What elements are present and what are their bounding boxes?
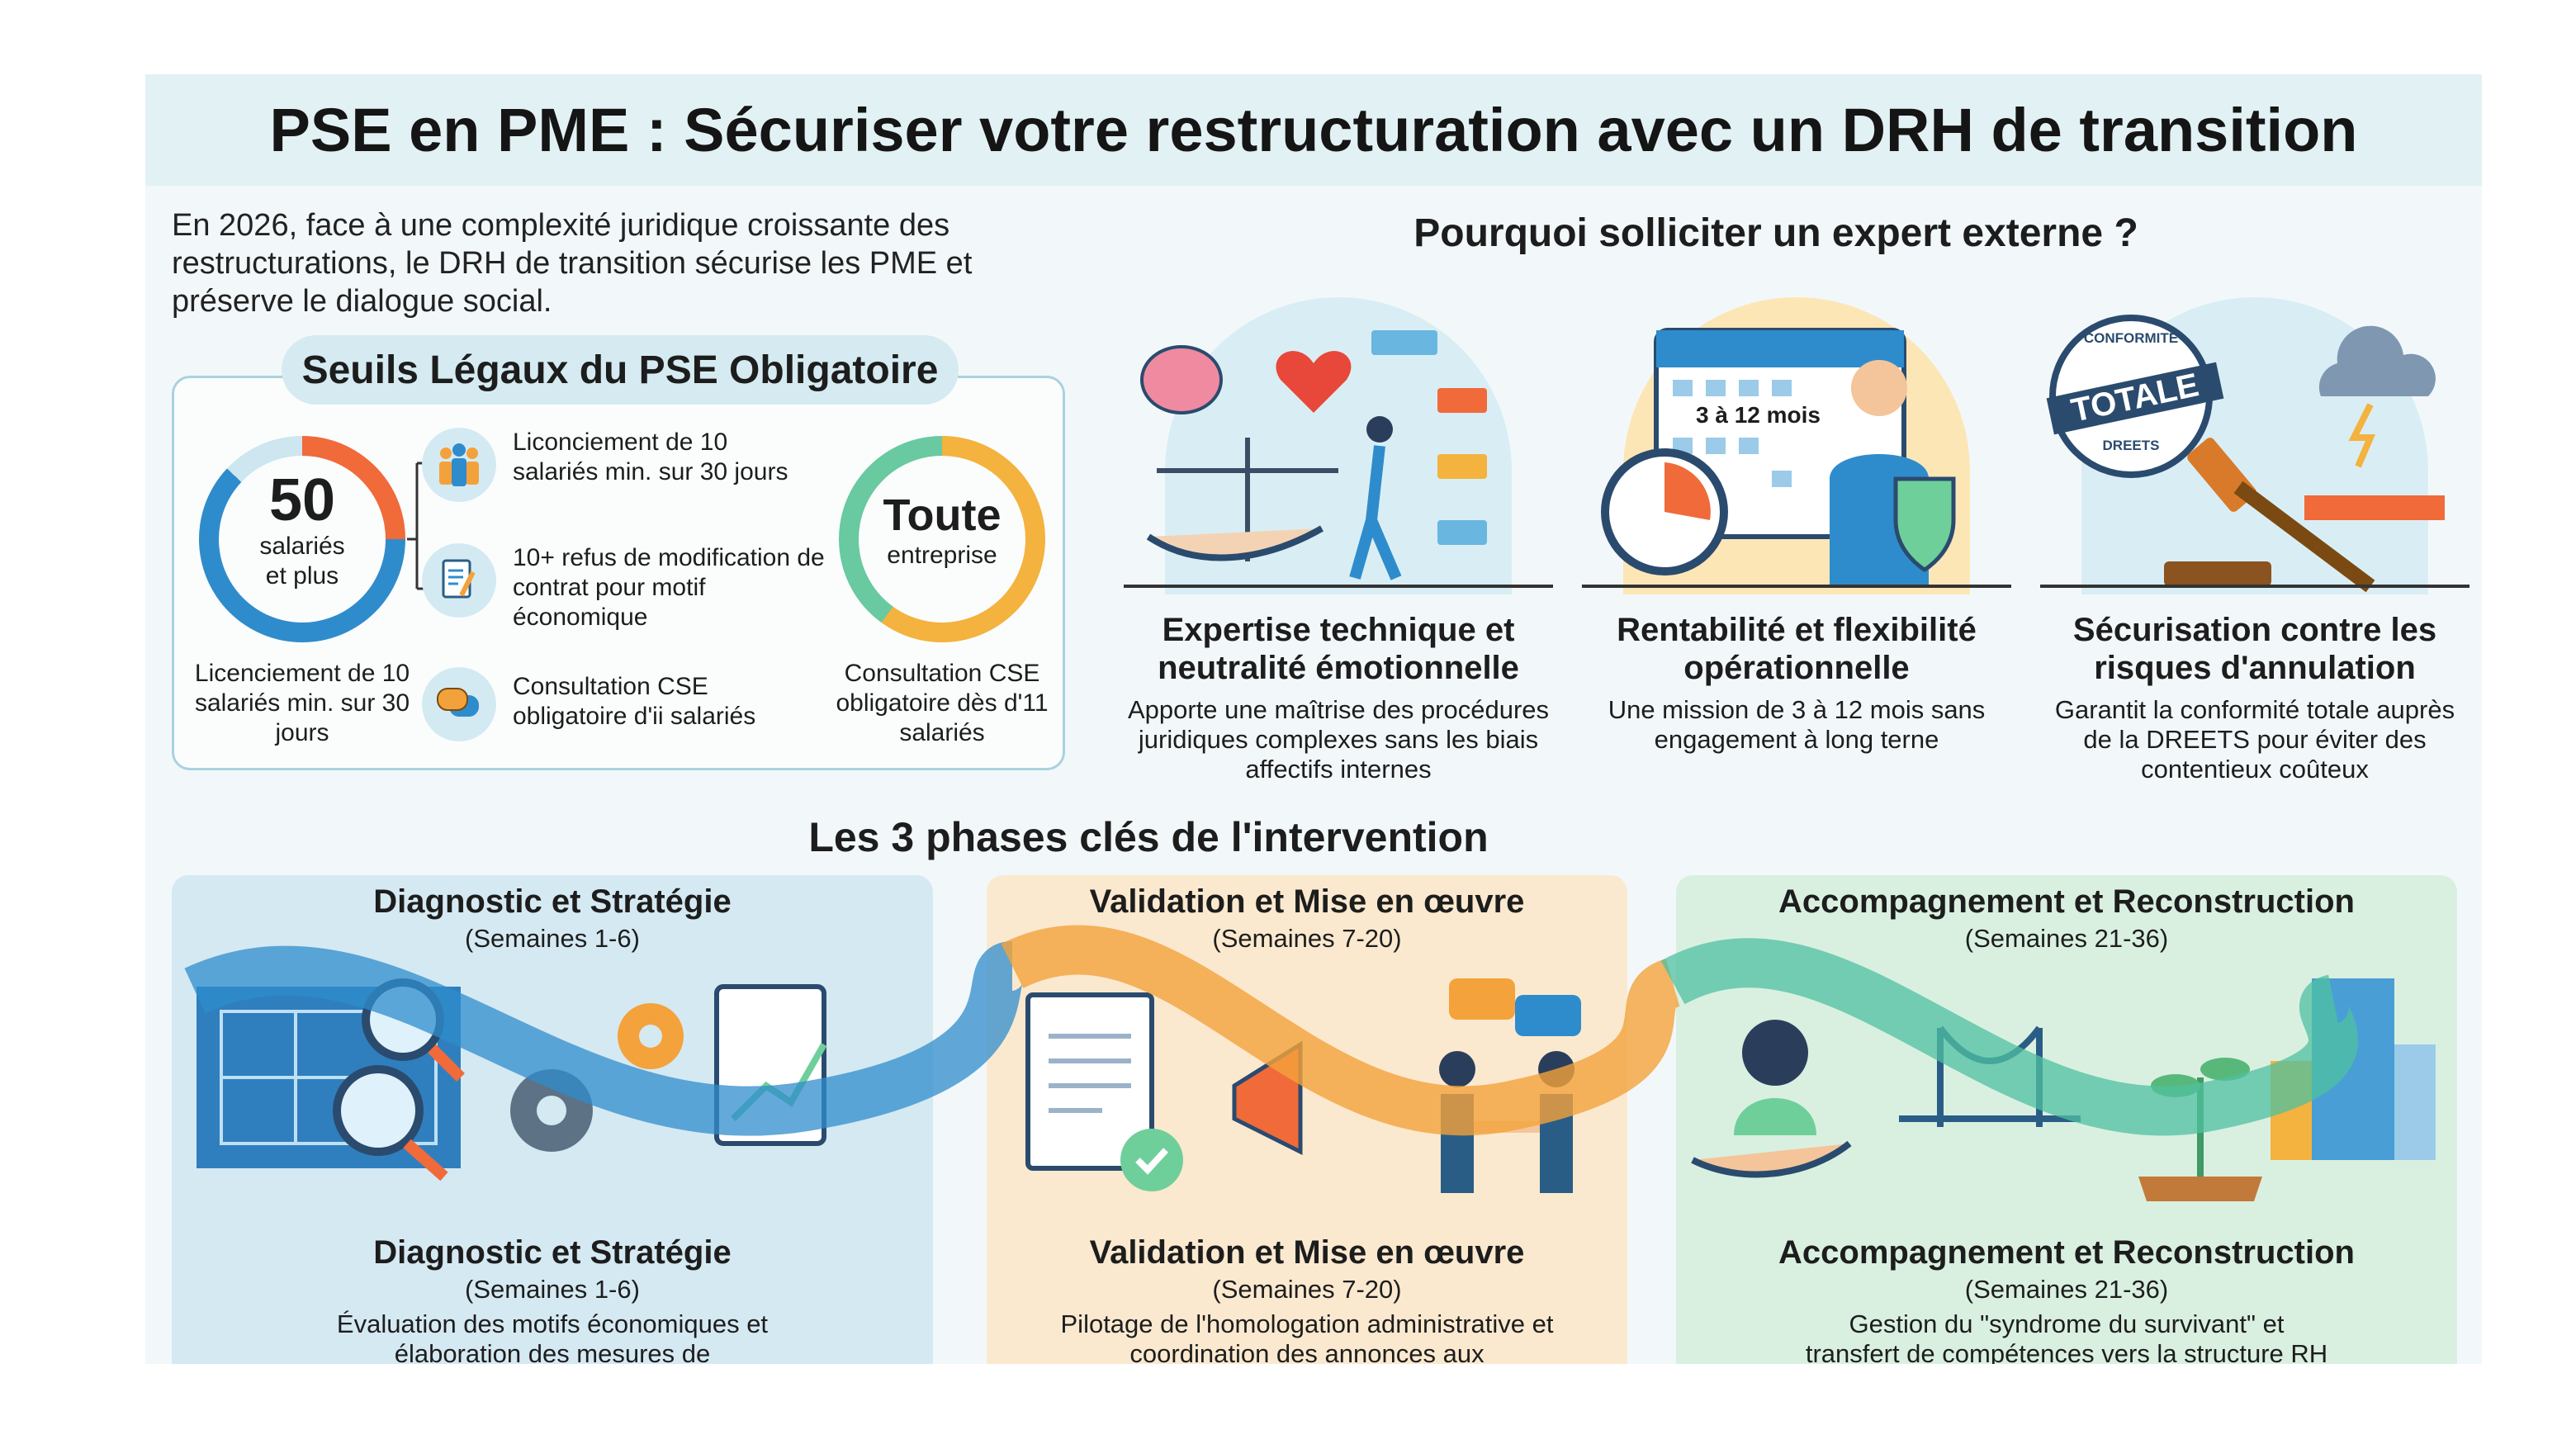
infographic: PSE en PME : Sécuriser votre restructura…: [145, 74, 2482, 1364]
criterion-text: Consultation CSE obligatoire d'ii salari…: [513, 673, 756, 730]
stamp-gavel-illustration: CONFORMITÉ TOTALE DREETS: [2040, 297, 2469, 594]
ring-toute-caption: Consultation CSE obligatoire dès d'11 sa…: [836, 660, 1049, 746]
phase-accompagnement: Accompagnement et Reconstruction (Semain…: [1676, 875, 2457, 1364]
phase-diagnostic: Diagnostic et Stratégie (Semaines 1-6) D…: [172, 875, 933, 1364]
intro-text: En 2026, face à une complexité juridique…: [172, 208, 973, 319]
duration-badge: 3 à 12 mois: [1689, 400, 1827, 430]
ring-50: [199, 436, 405, 642]
phase-weeks: (Semaines 21-36): [1964, 924, 2169, 953]
phase-title: Validation et Mise en œuvre: [1089, 883, 1525, 920]
chat-bubbles-icon: [422, 667, 496, 741]
why-card-expertise: Expertise technique et neutralité émotio…: [1124, 297, 1553, 784]
criterion-1: Liconciement de 10 salariés min. sur 30 …: [422, 428, 818, 502]
phase-title: Diagnostic et Stratégie: [373, 883, 732, 920]
why-card-securisation: CONFORMITÉ TOTALE DREETS Sécurisation co…: [2040, 297, 2469, 784]
ring-50-value: 50: [268, 467, 336, 533]
brain-heart-balance-illustration: [1124, 297, 1553, 594]
phase-title-lower: Accompagnement et Reconstruction: [1778, 1234, 2355, 1271]
document-pen-icon: [422, 543, 496, 618]
phase-weeks-lower: (Semaines 21-36): [1964, 1275, 2169, 1304]
why-desc: Apporte une maîtrise des procédures juri…: [1127, 695, 1550, 784]
thresholds-title: Seuils Légaux du PSE Obligatoire: [282, 335, 959, 405]
ring-50-label1: salariés: [259, 533, 345, 560]
phase-weeks-lower: (Semaines 7-20): [1212, 1275, 1402, 1304]
why-desc: Garantit la conformité totale auprès de …: [2054, 695, 2455, 784]
why-title: Rentabilité et flexibilité opérationnell…: [1617, 612, 1977, 686]
ring-50-caption: Licenciement de 10 salariés min. sur 30 …: [194, 660, 410, 746]
people-icon: [422, 428, 496, 502]
criterion-text: Liconciement de 10 salariés min. sur 30 …: [513, 429, 788, 485]
bridge-plant-building-illustration: [1676, 954, 2457, 1226]
phase-weeks: (Semaines 7-20): [1212, 924, 1402, 953]
why-title: Expertise technique et neutralité émotio…: [1158, 612, 1519, 686]
connector-bracket: [407, 462, 429, 590]
stamp-top-text: CONFORMITÉ: [2083, 330, 2179, 346]
why-title: Sécurisation contre les risques d'annula…: [2072, 612, 2437, 686]
ring-50-label2: et plus: [265, 562, 339, 590]
phase-title: Accompagnement et Reconstruction: [1778, 883, 2355, 920]
phase-weeks-lower: (Semaines 1-6): [465, 1275, 640, 1304]
page-title: PSE en PME : Sécuriser votre restructura…: [145, 74, 2482, 186]
calendar-stopwatch-illustration: 3 à 12 mois: [1582, 297, 2011, 594]
why-heading: Pourquoi solliciter un expert externe ?: [1413, 211, 2138, 255]
phase-weeks: (Semaines 1-6): [465, 924, 640, 953]
phase-desc: Gestion du "syndrome du survivant" et tr…: [1805, 1309, 2328, 1364]
ring-toute: [839, 436, 1045, 642]
stamp-bottom-text: DREETS: [2102, 438, 2160, 453]
document-megaphone-handshake-illustration: [987, 954, 1627, 1226]
ring-toute-label: entreprise: [887, 542, 997, 569]
phase-title-lower: Validation et Mise en œuvre: [1089, 1234, 1525, 1271]
phase-validation: Validation et Mise en œuvre (Semaines 7-…: [987, 875, 1627, 1364]
phase-desc: Pilotage de l'homologation administrativ…: [1060, 1309, 1554, 1364]
criterion-3: Consultation CSE obligatoire d'ii salari…: [422, 667, 810, 741]
criterion-text: 10+ refus de modification de contrat pou…: [513, 544, 825, 631]
why-desc: Une mission de 3 à 12 mois sans engageme…: [1608, 695, 1986, 754]
legal-thresholds-panel: Seuils Légaux du PSE Obligatoire 50 sala…: [172, 335, 1065, 770]
blueprint-gears-illustration: [172, 954, 933, 1226]
phases-heading: Les 3 phases clés de l'intervention: [808, 814, 1489, 860]
why-card-rentabilite: 3 à 12 mois Rentabilité et flexibilité o…: [1582, 297, 2011, 755]
criterion-2: 10+ refus de modification de contrat pou…: [422, 543, 826, 632]
phase-title-lower: Diagnostic et Stratégie: [373, 1234, 732, 1271]
ring-toute-value: Toute: [883, 490, 1002, 540]
phase-desc: Évaluation des motifs économiques et éla…: [336, 1309, 769, 1364]
